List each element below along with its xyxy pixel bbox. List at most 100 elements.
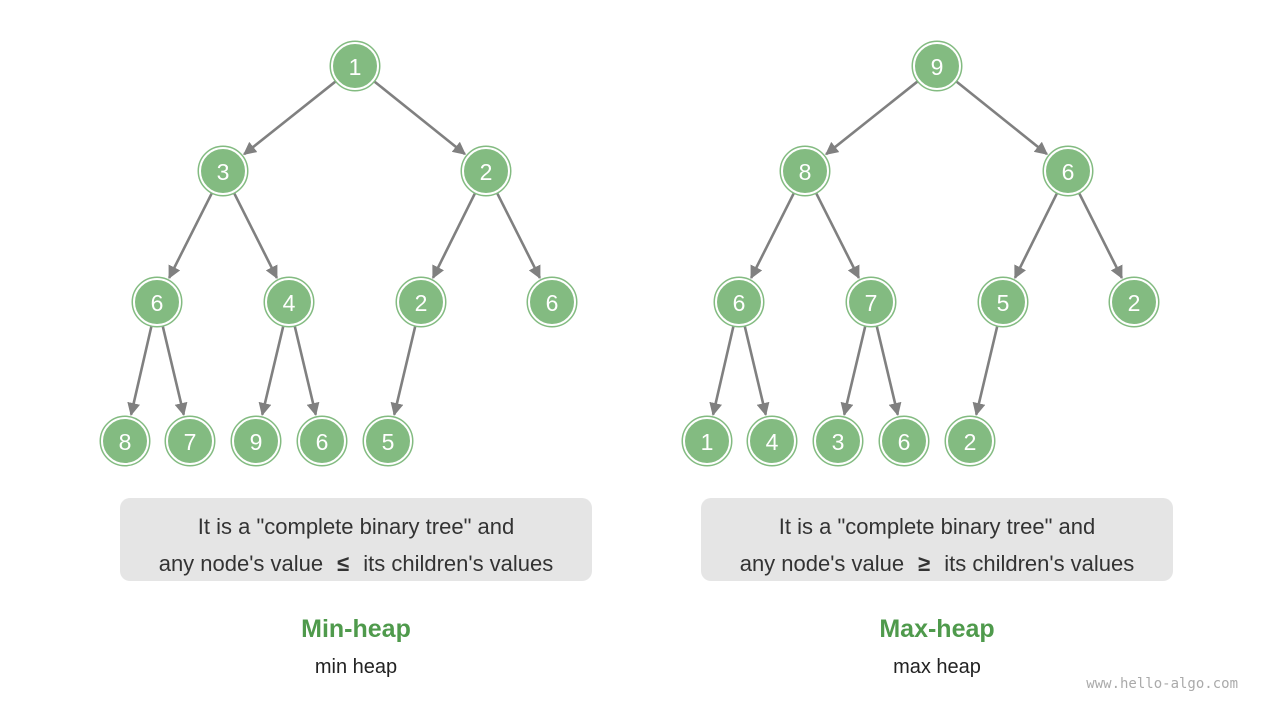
max-heap-edge-0-1 [825,80,919,156]
max-heap-caption-suffix: its children's values [944,551,1135,576]
min-heap-node: 6 [131,276,183,328]
min-heap-edge-2-5 [431,192,477,279]
max-heap-node: 6 [878,415,930,467]
min-heap-caption: It is a "complete binary tree" and any n… [120,498,592,581]
min-heap-edge-4-10 [293,326,320,416]
min-heap-node: 6 [296,415,348,467]
node-value: 7 [865,290,878,316]
min-heap-node: 9 [230,415,282,467]
node-ring [944,415,996,467]
node-circle [781,147,829,195]
node-circle [397,278,445,326]
max-heap-caption-line1: It is a "complete binary tree" and [778,514,1096,539]
node-value: 1 [701,429,714,455]
node-value: 3 [832,429,845,455]
node-value: 4 [283,290,296,316]
max-heap-edge-1-3 [749,192,795,280]
node-circle [683,417,731,465]
node-value: 9 [931,54,944,80]
node-value: 7 [184,429,197,455]
node-circle [946,417,994,465]
node-value: 5 [997,290,1010,316]
max-heap-node: 1 [681,415,733,467]
min-heap-title: Min-heap [301,615,411,643]
node-circle [1110,278,1158,326]
node-value: 8 [119,429,132,455]
node-circle [331,42,379,90]
max-heap-caption-prefix: any node's value [739,551,905,576]
min-heap-tree: 1 3 2 6 4 2 6 8 7 9 6 5 [99,40,578,467]
min-heap-caption-prefix: any node's value [158,551,324,576]
node-ring [977,276,1029,328]
min-heap-edge-1-4 [233,192,279,280]
max-heap-edge-0-2 [955,80,1048,156]
node-circle [847,278,895,326]
min-heap-edge-1-3 [167,192,213,280]
node-value: 6 [151,290,164,316]
max-heap-node: 4 [746,415,798,467]
node-circle [814,417,862,465]
max-heap-node: 8 [779,145,831,197]
node-ring [526,276,578,328]
max-heap-subtitle: max heap [893,656,981,678]
min-heap-edge-3-8 [161,326,188,416]
min-heap-caption-line1: It is a "complete binary tree" and [197,514,515,539]
node-value: 2 [964,429,977,455]
node-value: 4 [766,429,779,455]
min-heap-node: 6 [526,276,578,328]
max-heap-edge-2-5 [1013,192,1059,279]
min-heap-edge-0-1 [243,80,337,156]
node-circle [101,417,149,465]
node-value: 6 [1062,159,1075,185]
node-value: 3 [217,159,230,185]
node-ring [779,145,831,197]
min-heap-caption-line2: any node's value≤its children's values [120,545,592,582]
node-value: 1 [349,54,362,80]
watermark: www.hello-algo.com [1086,676,1238,692]
max-heap-edge-4-9 [840,326,867,416]
min-heap-node: 5 [362,415,414,467]
max-heap-node: 5 [977,276,1029,328]
node-circle [133,278,181,326]
max-heap-node: 7 [845,276,897,328]
node-ring [460,145,512,197]
max-heap-node: 2 [1108,276,1160,328]
max-heap-edge-1-4 [815,192,861,280]
max-heap-edge-3-8 [743,326,770,416]
node-ring [845,276,897,328]
node-circle [528,278,576,326]
node-value: 2 [1128,290,1141,316]
min-heap-node: 4 [263,276,315,328]
node-circle [166,417,214,465]
max-heap-title: Max-heap [879,615,995,643]
min-heap-subtitle: min heap [314,656,398,678]
node-circle [1044,147,1092,195]
node-ring [329,40,381,92]
max-heap-node: 6 [1042,145,1094,197]
node-ring [1042,145,1094,197]
less-equal-symbol: ≤ [337,551,350,576]
node-value: 6 [898,429,911,455]
node-value: 2 [480,159,493,185]
node-circle [462,147,510,195]
node-circle [748,417,796,465]
node-value: 5 [382,429,395,455]
node-circle [913,42,961,90]
node-value: 8 [799,159,812,185]
greater-equal-symbol: ≥ [918,551,931,576]
node-ring [131,276,183,328]
max-heap-caption: It is a "complete binary tree" and any n… [701,498,1173,581]
node-ring [713,276,765,328]
node-ring [1108,276,1160,328]
node-value: 6 [316,429,329,455]
node-ring [164,415,216,467]
node-circle [199,147,247,195]
max-heap-edge-2-6 [1078,192,1124,280]
max-heap-caption-line2: any node's value ≥ its children's values [701,545,1173,582]
min-heap-edge-4-9 [258,326,285,416]
min-heap-edge-3-7 [127,326,153,416]
node-value: 6 [546,290,559,316]
node-value: 2 [415,290,428,316]
node-ring [746,415,798,467]
